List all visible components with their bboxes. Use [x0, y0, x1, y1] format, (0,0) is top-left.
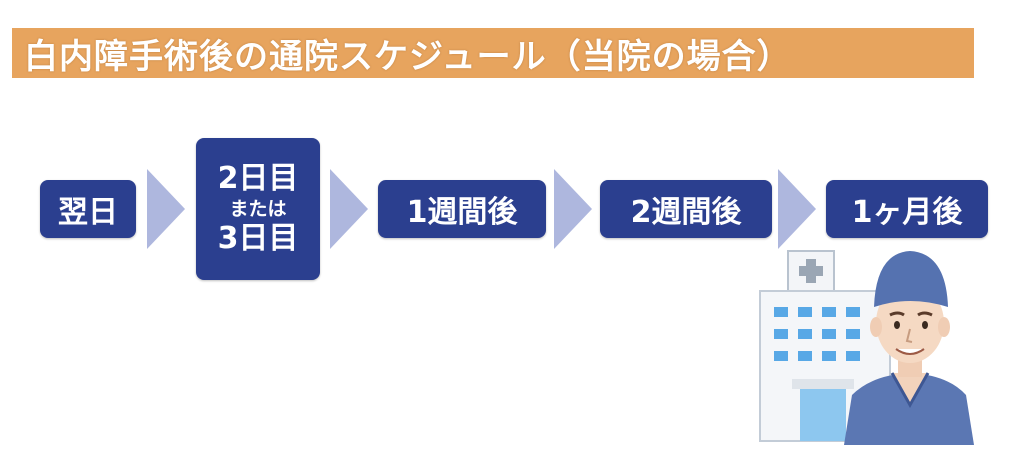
step-label: 翌日 [58, 195, 118, 230]
step-1-week: 1週間後 [378, 180, 546, 238]
title-banner: 白内障手術後の通院スケジュール（当院の場合） [12, 28, 974, 78]
page-title: 白内障手術後の通院スケジュール（当院の場合） [24, 36, 792, 77]
step-label: 1ヶ月後 [851, 195, 963, 230]
arrow-right-icon [778, 169, 816, 249]
arrow-right-icon [147, 169, 185, 249]
doctor-icon [844, 251, 974, 445]
step-label: 2週間後 [630, 195, 742, 230]
step-line-1: 2日目 [217, 161, 299, 196]
step-next-day: 翌日 [40, 180, 136, 238]
hospital-doctor-illustration [759, 250, 974, 445]
step-1-month: 1ヶ月後 [826, 180, 988, 238]
arrow-right-icon [330, 169, 368, 249]
step-day-2-or-3: 2日目 または 3日目 [196, 138, 320, 280]
arrow-right-icon [554, 169, 592, 249]
step-line-2: または [229, 198, 287, 220]
step-line-3: 3日目 [217, 221, 299, 256]
hospital-building-icon [759, 250, 891, 442]
step-2-weeks: 2週間後 [600, 180, 772, 238]
step-label: 1週間後 [406, 195, 518, 230]
